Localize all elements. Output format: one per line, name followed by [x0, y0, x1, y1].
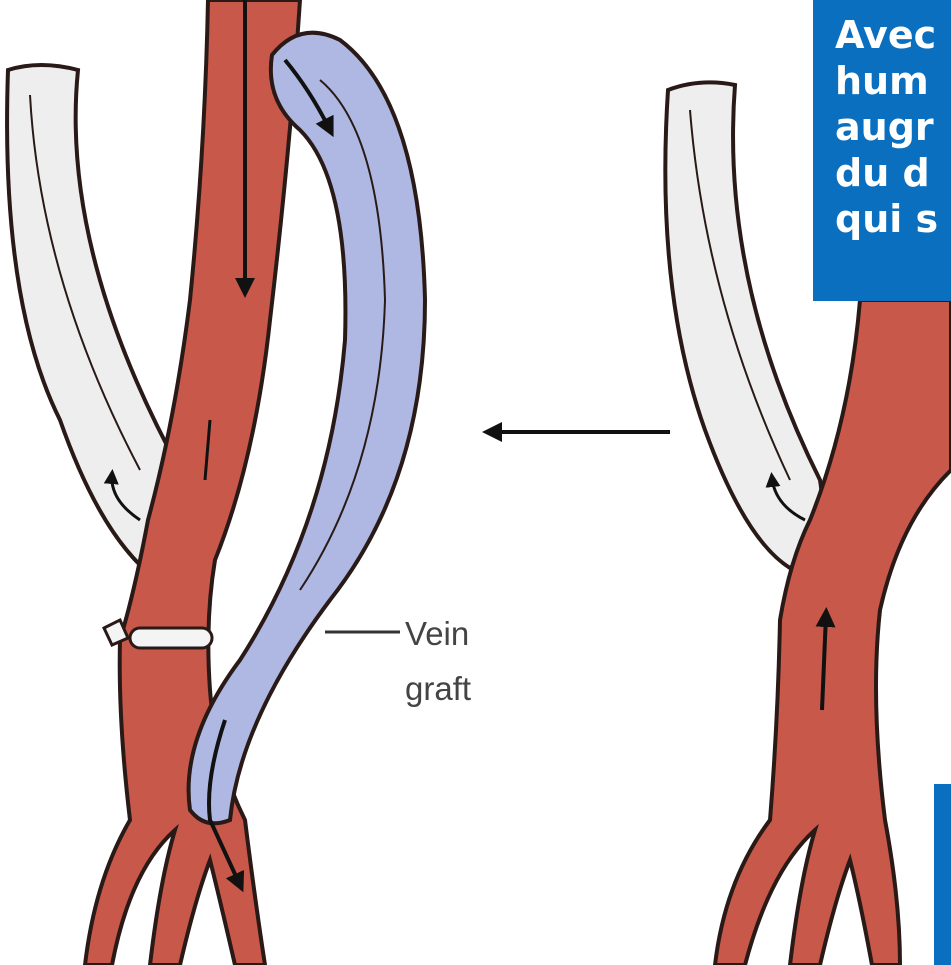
callout-box-bottom	[934, 784, 951, 965]
ligature-band	[130, 628, 212, 648]
vein-graft-label-line1: Vein	[405, 615, 469, 652]
vein-graft-label-line2: graft	[405, 670, 471, 707]
right-white-vessel	[665, 82, 822, 568]
callout-box-top: Avec hum augr du d qui s	[813, 0, 951, 301]
